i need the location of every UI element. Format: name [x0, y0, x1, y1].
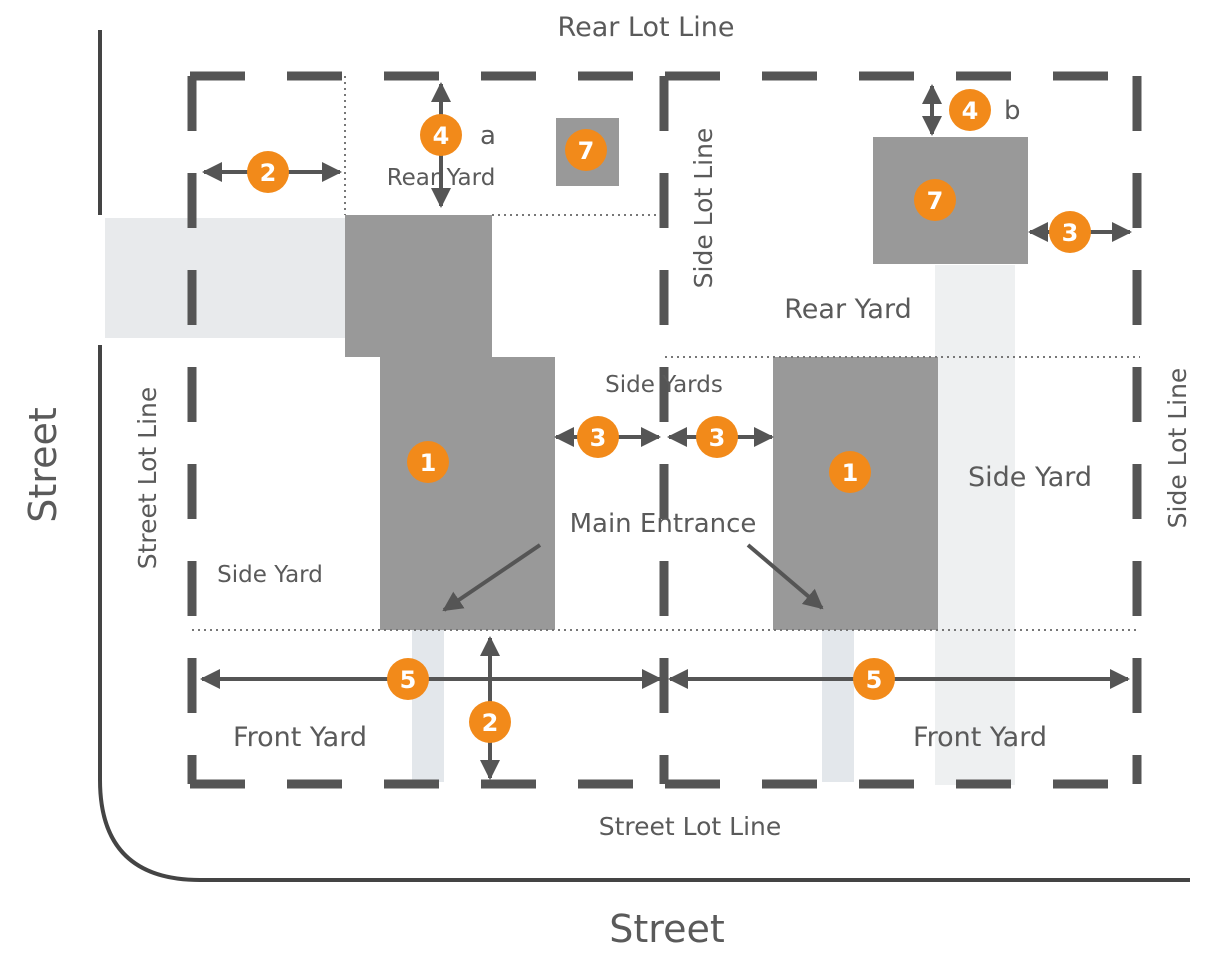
left-driveway — [105, 218, 345, 338]
svg-text:3: 3 — [590, 424, 607, 452]
suffix-b-label: b — [1004, 96, 1021, 126]
badge-5-front-right: 5 — [853, 658, 895, 700]
svg-text:7: 7 — [927, 187, 944, 215]
side-yard-right-label: Side Yard — [968, 462, 1092, 493]
svg-text:2: 2 — [260, 159, 277, 187]
street-bottom-label: Street — [609, 907, 724, 951]
front-yard-right-label: Front Yard — [913, 722, 1047, 753]
badge-3-side-left: 3 — [577, 416, 619, 458]
badge-2-side: 2 — [247, 151, 289, 193]
arrow-main-entrance-right — [746, 543, 824, 610]
svg-text:7: 7 — [578, 137, 595, 165]
side-yards-label: Side Yards — [605, 372, 723, 398]
main-entrance-label: Main Entrance — [570, 509, 757, 539]
badge-1-right: 1 — [829, 451, 871, 493]
badge-2-front: 2 — [469, 701, 511, 743]
badge-5-front-left: 5 — [387, 658, 429, 700]
rear-yard-right-label: Rear Yard — [784, 294, 911, 325]
side-yard-left-label: Side Yard — [217, 562, 323, 588]
badge-4-b: 4 — [949, 89, 991, 131]
badge-4-a: 4 — [420, 114, 462, 156]
street-lot-line-bottom-label: Street Lot Line — [599, 812, 782, 841]
svg-text:5: 5 — [866, 666, 883, 694]
building-1-left — [380, 357, 555, 630]
svg-text:2: 2 — [482, 709, 499, 737]
arrow-main-entrance-left — [442, 543, 542, 612]
side-lot-line-mid-label: Side Lot Line — [689, 128, 718, 289]
svg-text:3: 3 — [709, 424, 726, 452]
suffix-a-label: a — [480, 121, 496, 151]
rear-yard-left-label: Rear Yard — [387, 165, 496, 191]
svg-text:5: 5 — [400, 666, 417, 694]
front-yard-left-label: Front Yard — [233, 722, 367, 753]
svg-text:3: 3 — [1062, 219, 1079, 247]
street-curb-line — [98, 30, 1190, 882]
street-lot-line-left-label: Street Lot Line — [133, 387, 162, 570]
right-driveway — [935, 265, 1015, 785]
rear-lot-line-label: Rear Lot Line — [558, 12, 735, 43]
street-left-label: Street — [21, 407, 65, 522]
badge-7-small: 7 — [565, 129, 607, 171]
svg-text:4: 4 — [433, 122, 450, 150]
svg-text:1: 1 — [420, 449, 437, 477]
building-1-right — [773, 357, 938, 630]
badge-3-right-accessory: 3 — [1049, 211, 1091, 253]
badge-7-right: 7 — [914, 179, 956, 221]
badge-3-side-right: 3 — [696, 416, 738, 458]
badge-1-left: 1 — [407, 441, 449, 483]
svg-text:4: 4 — [962, 97, 979, 125]
svg-text:1: 1 — [842, 459, 859, 487]
garage-left — [345, 215, 492, 357]
side-lot-line-right-label: Side Lot Line — [1163, 368, 1192, 529]
right-walkway — [822, 612, 854, 782]
